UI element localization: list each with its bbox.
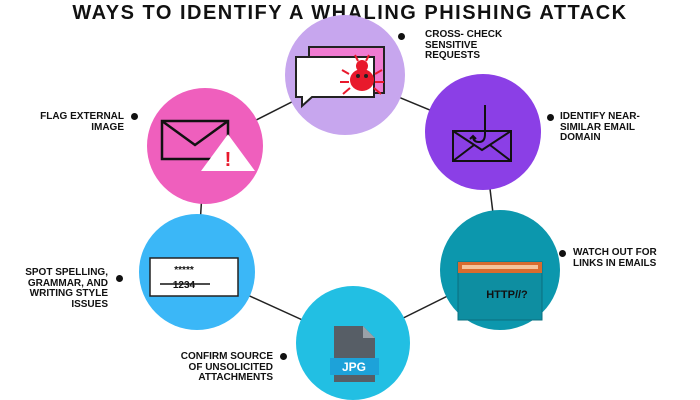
label-confirm-attachments: CONFIRM SOURCE OF UNSOLICITED ATTACHMENT… <box>140 351 273 384</box>
warning-exclamation: ! <box>225 149 232 171</box>
node-cross-check <box>285 15 405 135</box>
label-identify-domain: IDENTIFY NEAR- SIMILAR EMAIL DOMAIN <box>560 111 640 144</box>
browser-window-icon: HTTP//? <box>457 261 543 321</box>
label-flag-image: FLAG EXTERNAL IMAGE <box>0 111 124 133</box>
label-line: CROSS- CHECK <box>425 29 503 40</box>
label-line: ATTACHMENTS <box>198 372 273 383</box>
bullet-icon <box>559 250 566 257</box>
password-field-icon: ***** 1234 <box>149 257 239 297</box>
page-title: WAYS TO IDENTIFY A WHALING PHISHING ATTA… <box>72 2 628 24</box>
label-line: LINKS IN EMAILS <box>573 257 657 269</box>
speech-bubble-bug-icon <box>295 46 385 109</box>
node-confirm-attachments: JPG <box>296 286 410 400</box>
label-line: REQUESTS <box>425 50 481 61</box>
bullet-icon <box>131 113 138 120</box>
bullet-icon <box>547 114 554 121</box>
node-flag-image: ! <box>147 88 263 204</box>
label-spot-spelling: SPOT SPELLING, GRAMMAR, AND WRITING STYL… <box>0 267 108 310</box>
plain-password-text: 1234 <box>173 280 196 291</box>
label-line: DOMAIN <box>560 132 601 143</box>
label-line: SPOT SPELLING, <box>25 267 108 278</box>
jpg-file-icon: JPG <box>330 326 379 382</box>
jpg-label: JPG <box>342 360 366 374</box>
label-line: SENSITIVE <box>425 39 478 51</box>
label-line: OF UNSOLICITED <box>188 361 273 373</box>
label-line: FLAG EXTERNAL <box>40 111 124 122</box>
masked-password-text: ***** <box>174 265 194 276</box>
bullet-icon <box>280 353 287 360</box>
node-watch-links: HTTP//? <box>440 210 560 330</box>
browser-link-text: HTTP//? <box>486 289 528 301</box>
label-line: GRAMMAR, AND <box>27 277 108 289</box>
label-line: WATCH OUT FOR <box>573 247 657 258</box>
label-line: ISSUES <box>71 298 108 310</box>
label-line: CONFIRM SOURCE <box>180 351 273 362</box>
label-watch-links: WATCH OUT FOR LINKS IN EMAILS <box>573 247 657 269</box>
label-line: IDENTIFY NEAR- <box>560 111 640 122</box>
label-line: SIMILAR EMAIL <box>560 121 635 133</box>
bullet-icon <box>116 275 123 282</box>
node-identify-domain <box>425 74 541 190</box>
label-line: WRITING STYLE <box>29 288 108 299</box>
envelope-warning-icon: ! <box>160 119 255 171</box>
label-line: IMAGE <box>91 121 124 133</box>
label-cross-check: CROSS- CHECK SENSITIVE REQUESTS <box>425 29 503 62</box>
envelope-hook-icon <box>452 105 512 162</box>
bullet-icon <box>398 33 405 40</box>
node-spot-spelling: ***** 1234 <box>139 214 255 330</box>
